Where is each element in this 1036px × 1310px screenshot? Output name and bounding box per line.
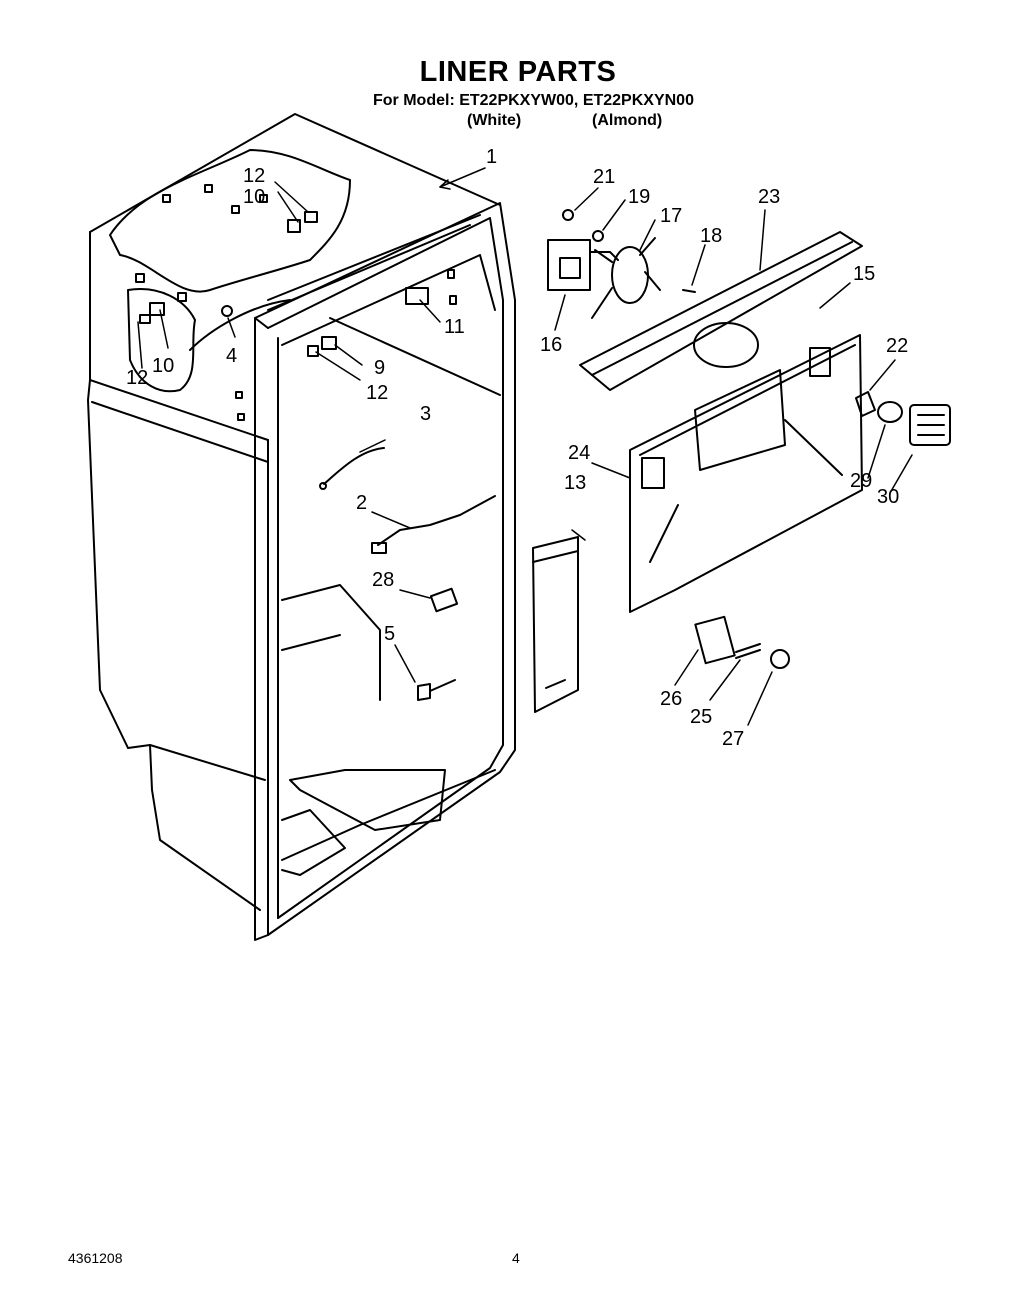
callout-25: 25 bbox=[690, 706, 712, 728]
callout-9: 9 bbox=[374, 357, 385, 379]
callout-24: 24 bbox=[568, 442, 590, 464]
callout-26: 26 bbox=[660, 688, 682, 710]
callout-15: 15 bbox=[853, 263, 875, 285]
callout-5: 5 bbox=[384, 623, 395, 645]
variant-almond-label: (Almond) bbox=[592, 112, 663, 129]
callout-1: 1 bbox=[486, 146, 497, 168]
callout-30: 30 bbox=[877, 486, 899, 508]
callout-23: 23 bbox=[758, 186, 780, 208]
callout-12-mid: 12 bbox=[366, 382, 388, 404]
fan-shroud bbox=[579, 231, 863, 391]
bracket-plate bbox=[694, 615, 736, 665]
document-number: 4361208 bbox=[68, 1250, 123, 1266]
callout-22: 22 bbox=[886, 335, 908, 357]
air-duct bbox=[532, 536, 579, 713]
callout-18: 18 bbox=[700, 225, 722, 247]
page-number: 4 bbox=[512, 1250, 520, 1266]
callout-12-top: 12 bbox=[243, 165, 265, 187]
callout-2: 2 bbox=[356, 492, 367, 514]
model-subtitle: For Model: ET22PKXYW00, ET22PKXYN00 bbox=[373, 92, 694, 109]
callout-16: 16 bbox=[540, 334, 562, 356]
callout-17: 17 bbox=[660, 205, 682, 227]
callout-29: 29 bbox=[850, 470, 872, 492]
page-title: LINER PARTS bbox=[419, 56, 617, 88]
variant-white-label: (White) bbox=[467, 112, 522, 129]
evaporator-cover bbox=[629, 334, 863, 613]
callout-4: 4 bbox=[226, 345, 237, 367]
interior-parts bbox=[319, 447, 496, 701]
callout-19: 19 bbox=[628, 186, 650, 208]
light-assembly bbox=[855, 391, 951, 446]
callout-10-side: 10 bbox=[152, 355, 174, 377]
callout-12-side: 12 bbox=[126, 367, 148, 389]
callout-11: 11 bbox=[444, 316, 465, 338]
callout-3: 3 bbox=[420, 403, 431, 425]
callout-13: 13 bbox=[564, 472, 586, 494]
callout-28: 28 bbox=[372, 569, 394, 591]
liner-cabinet bbox=[87, 113, 516, 941]
evaporator-fan-assembly bbox=[547, 209, 696, 319]
callout-labels: 1 2 3 4 5 9 10 10 11 12 12 12 13 15 16 1… bbox=[126, 146, 908, 750]
callout-21: 21 bbox=[593, 166, 615, 188]
callout-27: 27 bbox=[722, 728, 744, 750]
callout-10-top: 10 bbox=[243, 186, 265, 208]
